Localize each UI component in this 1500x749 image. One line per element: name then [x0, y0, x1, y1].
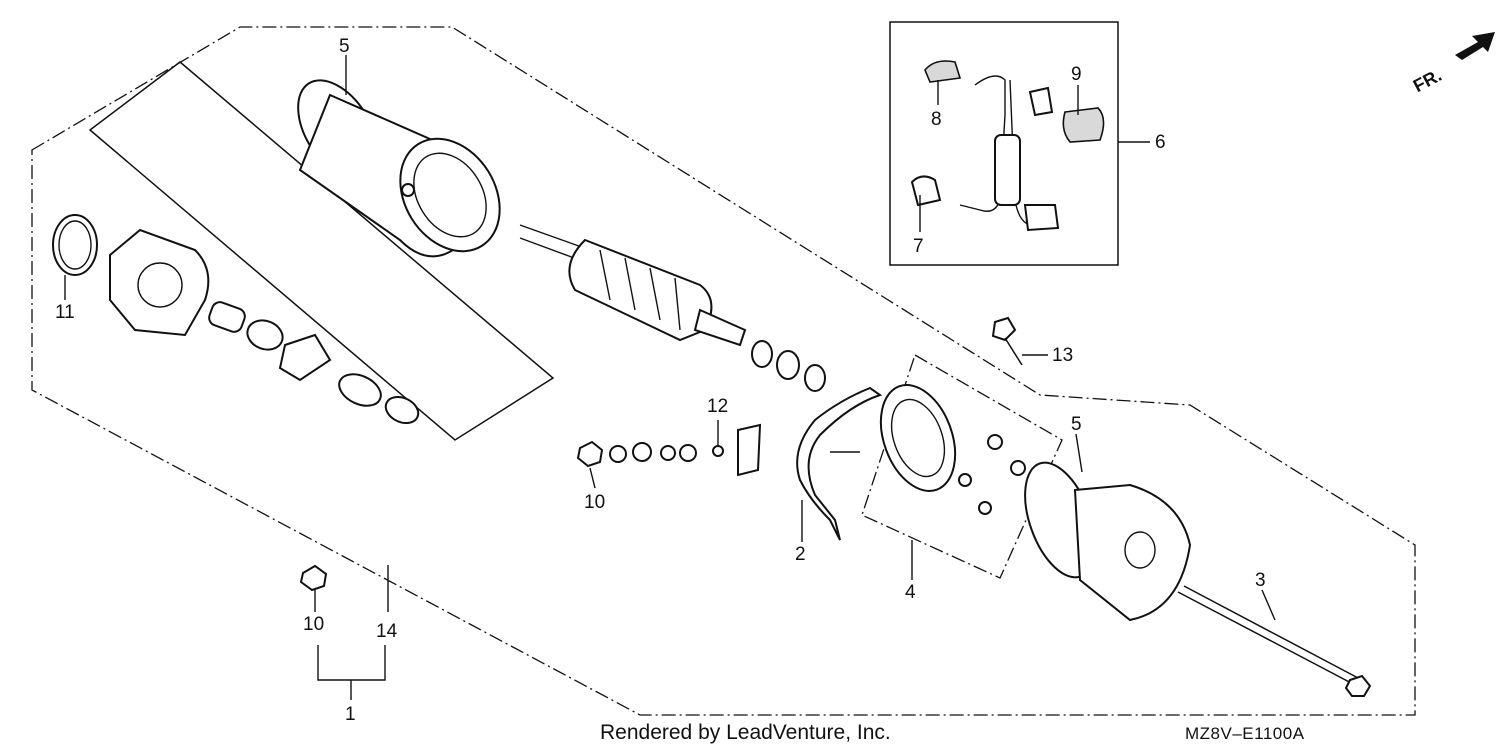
- callout-3: 3: [1255, 570, 1266, 591]
- brush-holder: [879, 384, 1026, 515]
- callout-6: 6: [1155, 132, 1166, 153]
- brush-spring-plate: [796, 386, 883, 541]
- callout-12: 12: [707, 396, 728, 417]
- callout-10-nut: 10: [584, 492, 605, 513]
- callout-2: 2: [795, 544, 806, 565]
- brush-holder-group-boundary: [861, 354, 1063, 579]
- callout-13: 13: [1052, 345, 1073, 366]
- callout-14: 14: [376, 621, 398, 642]
- front-cover-group-boundary: [88, 61, 555, 441]
- front-direction-arrow-icon: [1455, 32, 1495, 60]
- terminal-cable-kit: [910, 60, 1105, 232]
- callout-5-rear-cover: 5: [1071, 414, 1082, 435]
- rear-cover: [1024, 461, 1192, 622]
- armature-washers: [751, 340, 826, 392]
- front-direction-label: FR.: [1410, 65, 1445, 96]
- terminal-nuts-washers: [576, 423, 762, 477]
- callout-11: 11: [55, 302, 75, 323]
- front-cover: [52, 214, 420, 425]
- terminal-kit-box: [889, 21, 1119, 266]
- render-credit: Rendered by LeadVenture, Inc.: [600, 721, 891, 744]
- through-bolt: [1177, 585, 1372, 697]
- callout-9: 9: [1071, 64, 1082, 85]
- callout-8: 8: [931, 109, 942, 130]
- starter-assembly-boundary: [31, 26, 1416, 716]
- nut-loose: [299, 564, 328, 592]
- armature: [519, 224, 747, 347]
- callout-4: 4: [905, 582, 916, 603]
- callout-leaders: [64, 55, 1276, 700]
- callout-10-loose: 10: [303, 614, 324, 635]
- bolt-13: [991, 316, 1023, 366]
- diagram-code: MZ8V–E1100A: [1185, 724, 1305, 743]
- callout-7: 7: [913, 236, 924, 257]
- callout-1: 1: [345, 704, 356, 725]
- yoke-housing: [297, 79, 501, 258]
- callout-5-yoke: 5: [339, 36, 350, 57]
